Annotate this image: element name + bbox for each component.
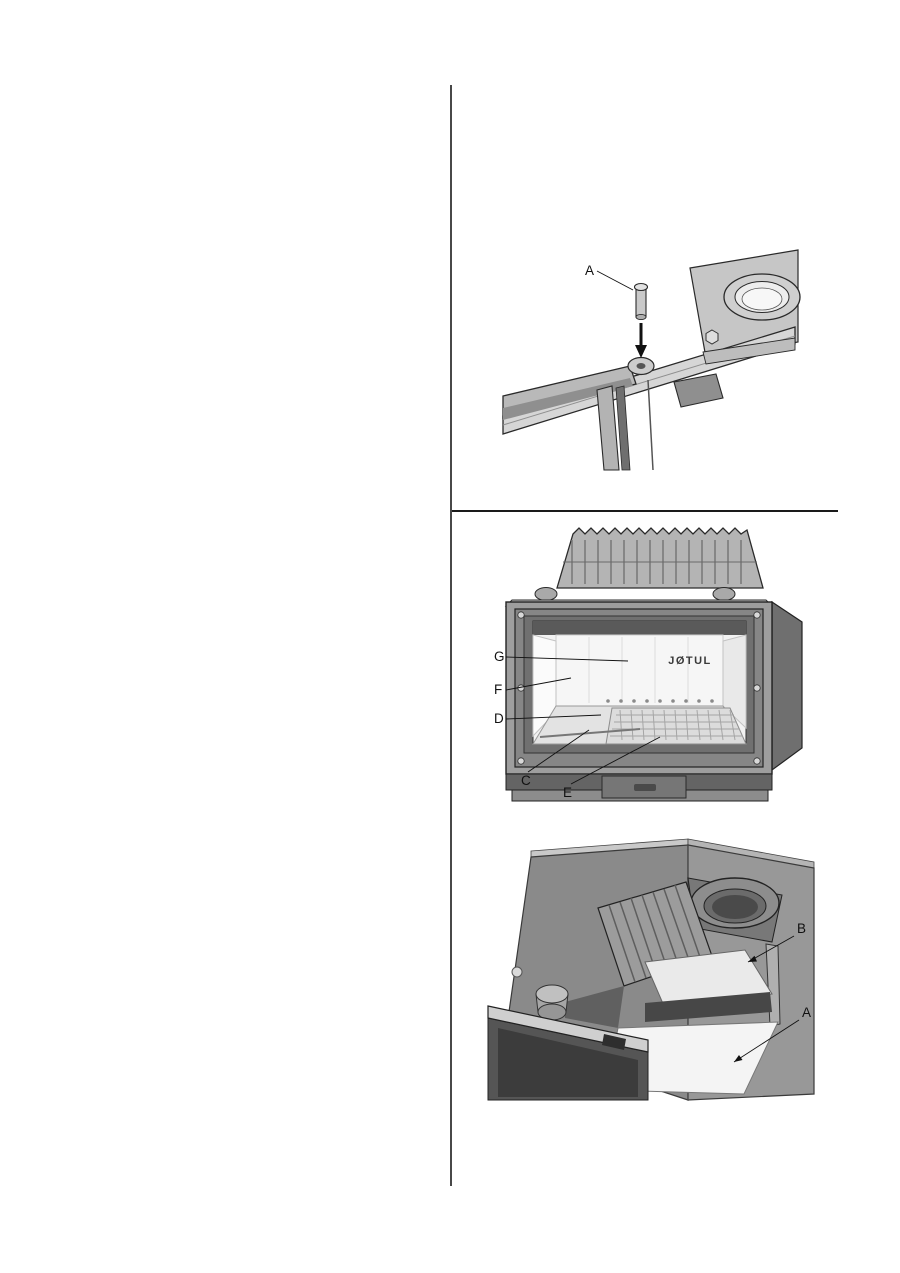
back-burn-plate bbox=[555, 634, 724, 707]
figure2-leader-e bbox=[570, 736, 661, 785]
baffle-plate bbox=[644, 949, 773, 1007]
air-spigot bbox=[535, 984, 569, 1021]
ash-door-handle bbox=[634, 784, 656, 791]
figure3-arrowhead-b bbox=[748, 955, 757, 962]
glass-door-interior: JØTUL bbox=[532, 620, 747, 745]
secondary-rail bbox=[702, 337, 796, 365]
downward-arrow-icon bbox=[635, 323, 647, 358]
figure-corner-installation: B A bbox=[487, 838, 815, 1101]
figure3-arrowhead-a bbox=[734, 1055, 743, 1062]
figure1-leader-a bbox=[596, 270, 634, 291]
figure2-label-f: F bbox=[494, 682, 502, 697]
figure-hinge-pin-detail: A bbox=[502, 249, 801, 471]
grate-grid bbox=[610, 709, 743, 741]
figure2-label-c: C bbox=[521, 773, 531, 788]
door-glass bbox=[498, 1028, 638, 1097]
hinge-boss-hole bbox=[636, 363, 646, 369]
figure3-label-b: B bbox=[797, 921, 806, 936]
convection-hood bbox=[556, 527, 764, 589]
baffle-shadow bbox=[533, 621, 746, 635]
body-side-panel bbox=[771, 600, 803, 772]
figure2-label-e: E bbox=[563, 785, 572, 800]
flap-bracket bbox=[673, 373, 724, 408]
flue-collar-ring bbox=[690, 877, 780, 929]
ash-lip-edge bbox=[539, 728, 641, 738]
door-latch bbox=[602, 1034, 626, 1050]
figure2-label-d: D bbox=[494, 711, 504, 726]
wall-hole bbox=[511, 966, 523, 978]
flue-collar bbox=[723, 273, 801, 321]
figure2-leader-g bbox=[505, 656, 629, 662]
figure2-label-g: G bbox=[494, 649, 505, 664]
figure2-leader-f bbox=[505, 677, 572, 691]
figure2-leader-d bbox=[505, 714, 602, 720]
figure3-leader-b bbox=[747, 935, 795, 963]
figure-firebox-front: JØTUL G F D C E bbox=[494, 527, 803, 802]
air-holes bbox=[606, 699, 714, 703]
hinge-pin bbox=[633, 282, 649, 321]
door-edge-left bbox=[596, 385, 620, 471]
figure3-label-a: A bbox=[802, 1005, 811, 1020]
door-edge-line bbox=[647, 379, 654, 471]
door-edge-dark bbox=[615, 385, 631, 471]
door-assembly bbox=[487, 1005, 649, 1101]
top-bushing-right bbox=[712, 587, 736, 601]
top-bushing-left bbox=[534, 587, 558, 601]
figure1-label-a: A bbox=[585, 263, 594, 278]
frame-screws bbox=[517, 611, 761, 765]
brand-logo-on-glass: JØTUL bbox=[668, 655, 712, 667]
insert-left-side bbox=[565, 986, 624, 1028]
interior-shadow bbox=[645, 992, 772, 1022]
figure2-leader-c bbox=[527, 729, 590, 773]
figure3-leader-a bbox=[733, 1019, 800, 1063]
